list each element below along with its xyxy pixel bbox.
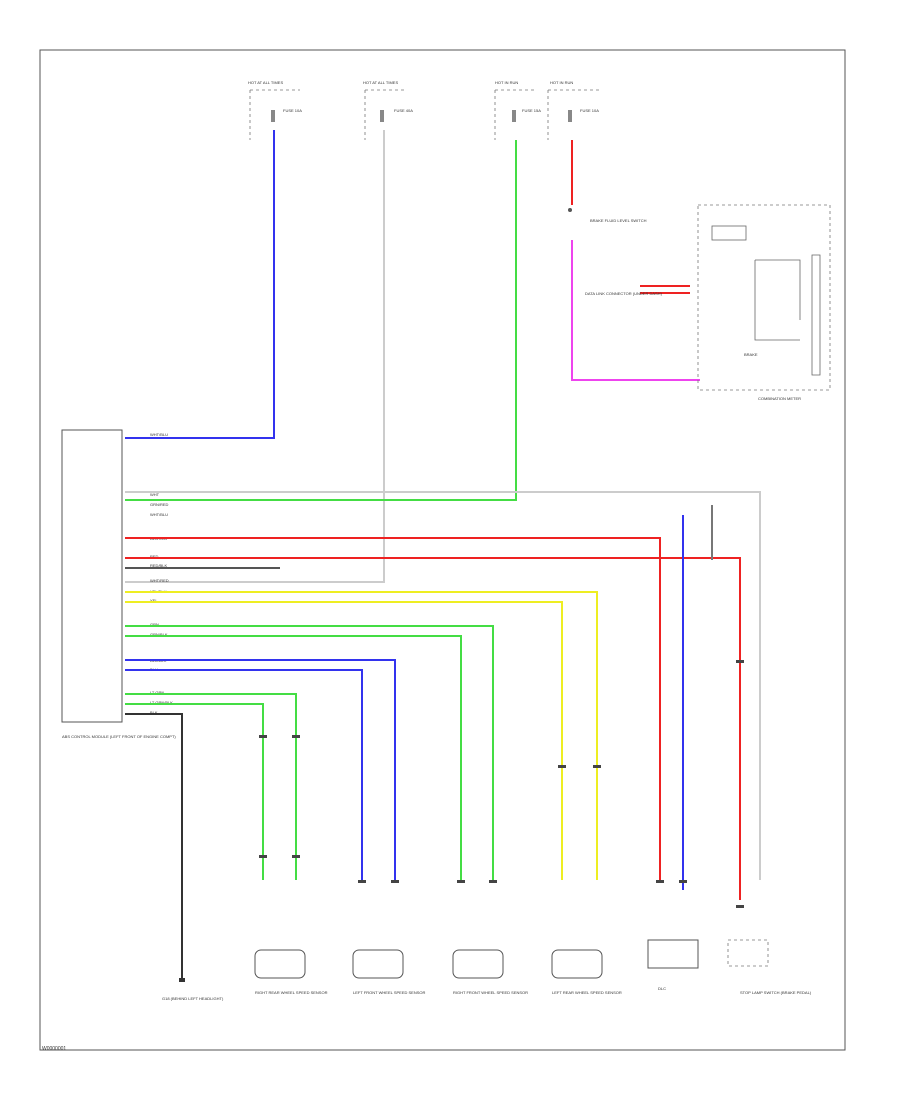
wire-blue-power [125,130,275,439]
wire-red-pin1 [125,537,661,880]
pin-label-1: WHT/BLU [150,432,168,437]
wire-green-2 [125,635,462,880]
source-label-3: HOT IN RUN [495,80,518,85]
sensor-left-front-label: LEFT FRONT WHEEL SPEED SENSOR [353,990,425,995]
sensor-right-rear-label: RIGHT REAR WHEEL SPEED SENSOR [255,990,328,995]
source-label-4: HOT IN RUN [550,80,573,85]
sensor-right-front-label: RIGHT FRONT WHEEL SPEED SENSOR [453,990,528,995]
sensor-left-front: LEFT FRONT WHEEL SPEED SENSOR [352,949,425,995]
wire-green-1 [125,625,494,880]
ground-terminal [179,978,185,982]
fuse-symbol-2 [380,110,384,122]
wire-blue-2 [125,669,363,880]
wire-yellow-2 [125,601,563,880]
sensor-right-rear-body [254,949,306,979]
brake-fluid-switch-connector [568,208,572,212]
sensor-left-rear-label: LEFT REAR WHEEL SPEED SENSOR [552,990,622,995]
fuse-label-2: FUSE 40A [394,108,413,113]
pin-label-11: GRN [150,622,159,627]
pin-label-10: YEL [150,598,158,603]
pin-label-15: LT GRN [150,690,164,695]
fuse-label-3: FUSE 15A [522,108,541,113]
wire-ground [125,713,183,980]
pin-label-12: GRN/BLK [150,632,168,637]
combination-meter-box [697,204,831,391]
pin-label-4: WHT/BLU [150,512,168,517]
fuse-label-4: FUSE 10A [580,108,599,113]
wire-ltgreen-1 [125,693,297,880]
fuse-label-1: FUSE 10A [283,108,302,113]
pin-label-8: WHT/RED [150,578,169,583]
fuse-box-sides [249,90,549,140]
meter-brake-label: BRAKE [744,352,758,357]
fuse-symbol-4 [568,110,572,122]
abs-module-box [61,429,123,723]
abs-module-label: ABS CONTROL MODULE (LEFT FRONT OF ENGINE… [62,734,176,739]
sensor-left-rear-body [551,949,603,979]
pin-label-2: WHT [150,492,160,497]
footer-code: W0000001 [42,1046,66,1052]
sensor-left-front-body [352,949,404,979]
data-link-label: DATA LINK CONNECTOR (UNDER DASH) [585,291,663,296]
sensor-right-front: RIGHT FRONT WHEEL SPEED SENSOR [452,949,528,995]
stop-lamp-switch-label: STOP LAMP SWITCH (BRAKE PEDAL) [740,990,812,995]
source-label-1: HOT AT ALL TIMES [248,80,283,85]
pin-label-16: LT GRN/BLK [150,700,173,705]
data-link-connector-label: DLC [658,986,666,991]
connector-marks [259,660,744,908]
wire-red-meter [640,285,690,294]
ground-label: G18 (BEHIND LEFT HEADLIGHT) [162,996,224,1001]
wire-green-ign [125,140,517,501]
wire-yellow-1 [125,591,598,880]
pin-label-17: BLK [150,710,158,715]
pin-label-7: RED/BLK [150,563,167,568]
source-label-2: HOT AT ALL TIMES [363,80,398,85]
data-link-connector [647,939,699,969]
wire-blue-1 [125,659,396,880]
fuse-symbol-1 [271,110,275,122]
combination-meter-label: COMBINATION METER [758,396,801,401]
pin-label-6: RED [150,554,159,559]
wire-red-pin2 [125,557,741,900]
module-pin-labels: WHT/BLU WHT GRN/RED WHT/BLU BLK/RED RED … [150,432,173,715]
meter-internal-box [711,225,747,241]
brake-fluid-switch-label: BRAKE FLUID LEVEL SWITCH [590,218,647,223]
meter-internal-circuit [754,254,821,376]
wire-pink-signal [571,240,700,381]
wire-gray-signal [125,130,385,583]
stop-lamp-switch-box [727,939,769,967]
sensor-right-rear: RIGHT REAR WHEEL SPEED SENSOR [254,949,328,995]
wire-ltgreen-2 [125,703,264,880]
pin-label-3: GRN/RED [150,502,169,507]
fuse-symbol-3 [512,110,516,122]
sensor-left-rear: LEFT REAR WHEEL SPEED SENSOR [551,949,622,995]
sensor-right-front-body [452,949,504,979]
diagram-border [39,49,846,1051]
wire-gray-upper [125,491,761,880]
